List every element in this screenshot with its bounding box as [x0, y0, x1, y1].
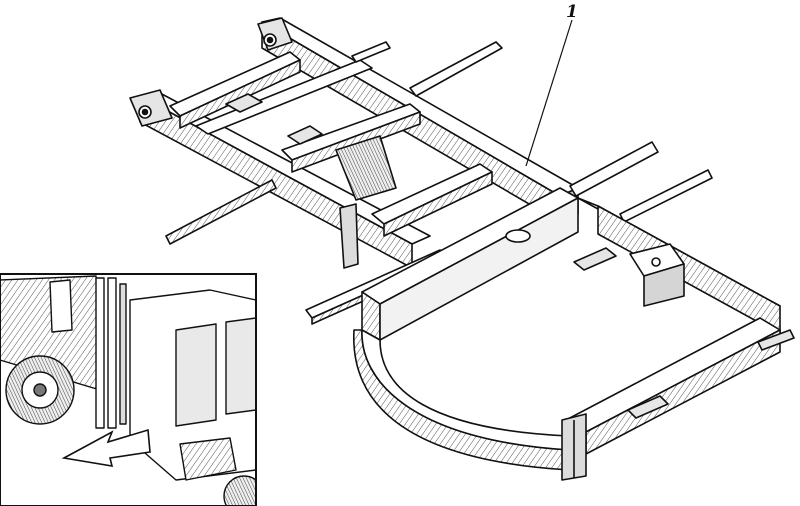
arrow-icon: [61, 428, 151, 467]
rear-end-bracket-left: [257, 17, 293, 51]
curved-front-arc: [353, 329, 571, 471]
callout-label: 1: [566, 2, 578, 22]
crossmember-1: [195, 59, 373, 135]
vertical-mounting-tab: [339, 203, 359, 269]
inset-panel: [0, 273, 257, 506]
truck-cab: [129, 289, 255, 481]
outrigger-bar-upper: [351, 41, 503, 97]
rear-end-bracket-right: [129, 89, 173, 127]
center-support-plate: [335, 135, 397, 201]
truck-wheel: [5, 355, 75, 425]
mounting-plate-3: [573, 247, 617, 271]
callout-leader-line: [525, 19, 573, 167]
mounting-plate-5: [757, 329, 795, 351]
outrigger-bar-lower: [165, 179, 277, 245]
rear-crossmember: [169, 51, 301, 129]
outrigger-bar-right-2: [619, 169, 713, 223]
mounting-plate-2: [287, 125, 323, 145]
mounting-plate-1: [225, 93, 263, 113]
subframe-assembly: [129, 17, 795, 481]
crossmember-2: [281, 103, 421, 173]
front-box-section: [361, 187, 579, 341]
front-post: [561, 413, 587, 481]
mounting-plate-4: [627, 395, 669, 419]
front-right-crossmember: [565, 317, 781, 455]
outrigger-bar-right-1: [569, 141, 659, 197]
exhaust-pipes: [95, 277, 127, 429]
truck-front-wheel: [223, 475, 255, 505]
crossmember-3: [371, 163, 493, 237]
right-mount-box: [629, 243, 685, 307]
